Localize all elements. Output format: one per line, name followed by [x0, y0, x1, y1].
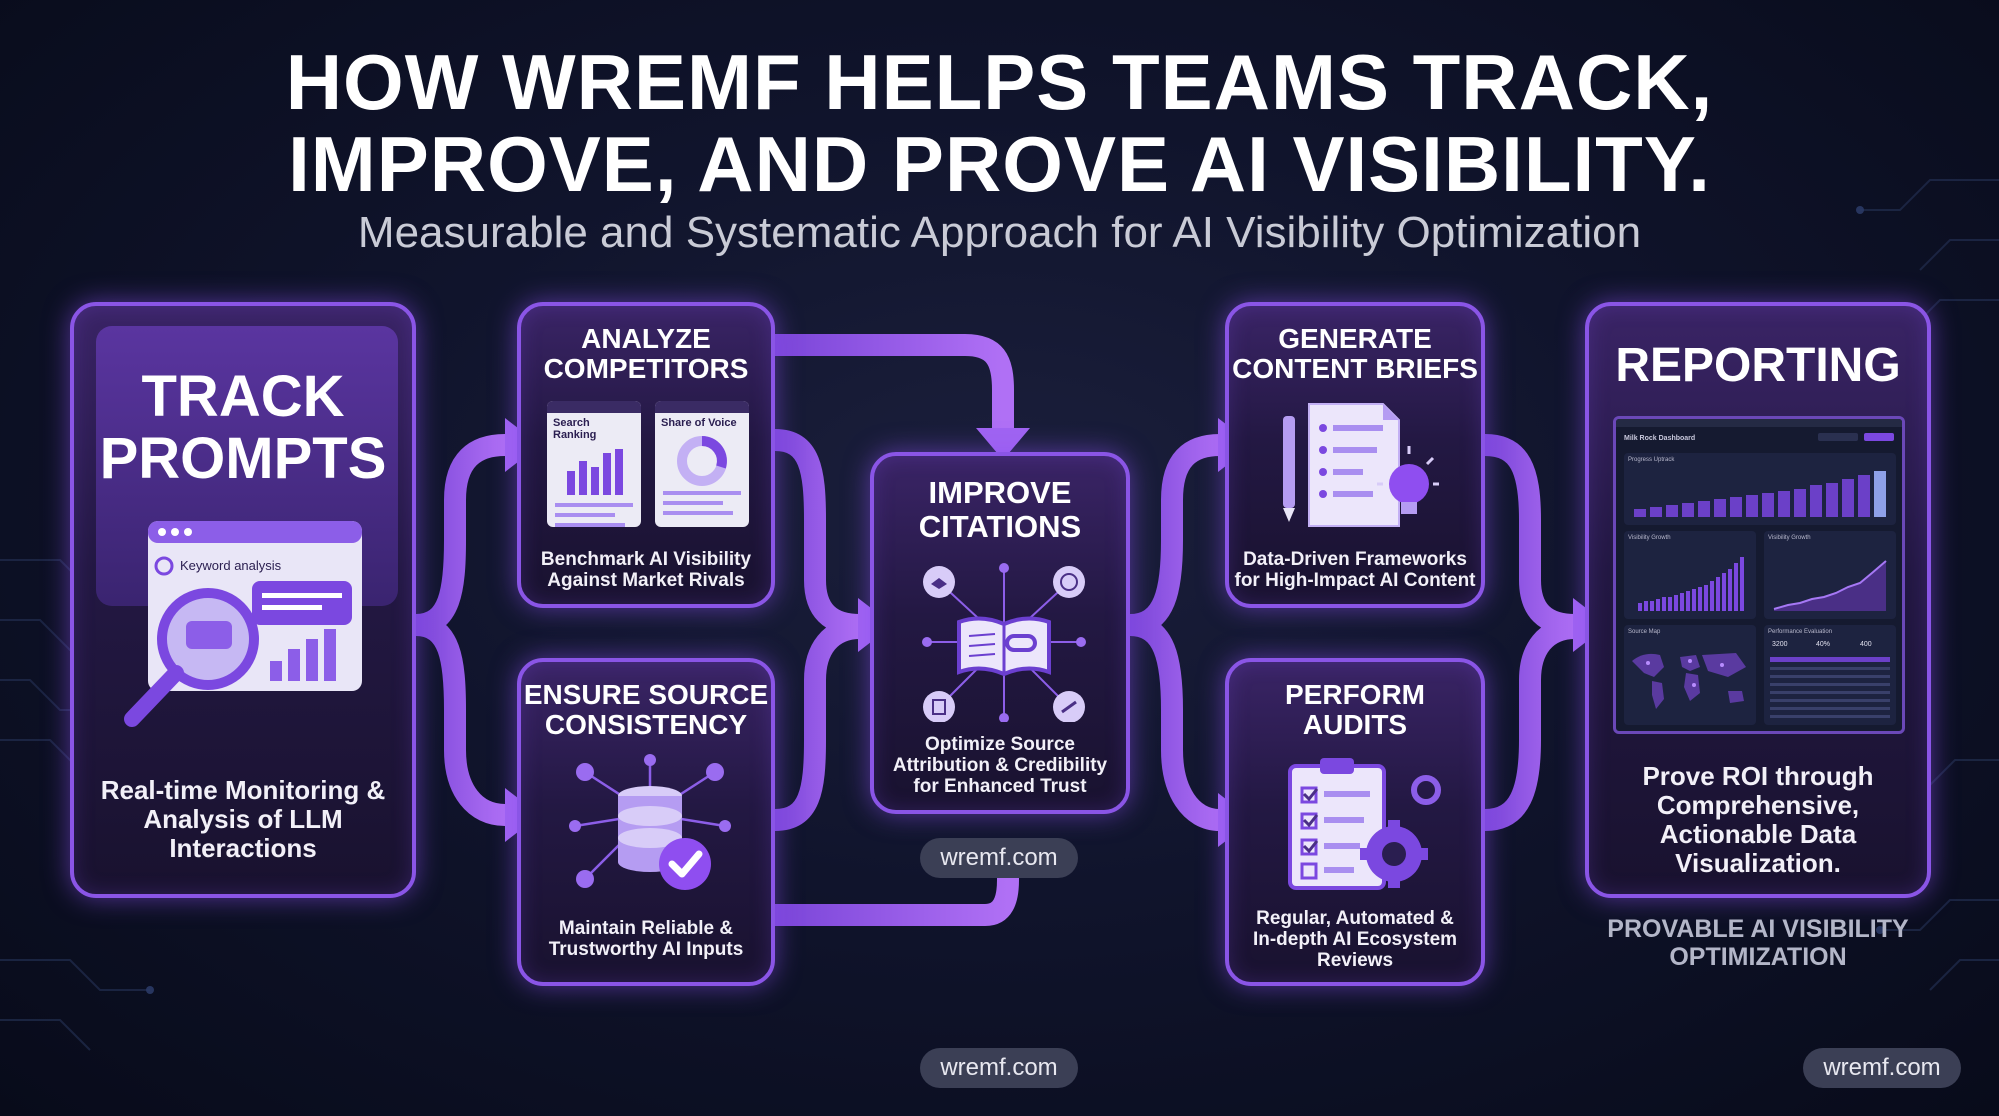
card-content-briefs: GENERATE CONTENT BRIEFS Data-Driven — [1225, 302, 1485, 608]
audits-title-line2: AUDITS — [1302, 709, 1408, 740]
consistency-title-line1: ENSURE SOURCE — [523, 679, 769, 710]
audits-title-line1: PERFORM — [1285, 679, 1425, 710]
main-title-line1: HOW WREMF HELPS TEAMS TRACK, — [285, 38, 1714, 126]
bar-chart-icon — [555, 449, 633, 527]
card-improve-citations: IMPROVE CITATIONS — [870, 452, 1130, 814]
card-source-consistency: ENSURE SOURCE CONSISTENCY — [517, 658, 775, 986]
audits-desc-line2: In-depth AI Ecosystem — [1252, 929, 1458, 950]
citations-title-line1: IMPROVE — [928, 475, 1072, 510]
performance-table — [1770, 657, 1890, 718]
progress-bar-chart — [1634, 471, 1886, 517]
dashboard-title: Milk Rock Dashboard — [1624, 435, 1696, 442]
citations-desc-line2: Attribution & Credibility — [892, 755, 1108, 776]
consistency-desc-line2: Trustworthy AI Inputs — [548, 939, 744, 960]
card-track-prompts: TRACK PROMPTS Keyword analysis Real-time… — [70, 302, 416, 898]
citations-desc-line1: Optimize Source — [925, 734, 1075, 755]
progress-panel: Progress Uptrack — [1624, 453, 1896, 525]
reporting-desc-line4: Visualization. — [1675, 848, 1841, 878]
analyze-desc-line1: Benchmark AI Visibility — [540, 549, 752, 570]
visibility-growth-panel: Visibility Growth — [1624, 531, 1756, 619]
card-perform-audits: PERFORM AUDITS — [1225, 658, 1485, 986]
briefs-desc-line2: for High-Impact AI Content — [1234, 570, 1476, 591]
source-map-panel: Source Map — [1624, 625, 1756, 725]
reporting-desc-line1: Prove ROI through — [1642, 761, 1874, 791]
reporting-title: REPORTING — [1615, 339, 1901, 392]
card-analyze-competitors: ANALYZE COMPETITORS Search Ranking Share… — [517, 302, 775, 608]
donut-chart-icon — [663, 436, 741, 515]
analyze-desc-line2: Against Market Rivals — [547, 570, 745, 591]
citation-network-illustration — [919, 562, 1089, 723]
analyze-title-line1: ANALYZE — [581, 323, 711, 354]
visibility-growth-line-panel: Visibility Growth — [1764, 531, 1896, 619]
search-ranking-label: Search Ranking — [553, 417, 597, 441]
keyword-analysis-label: Keyword analysis — [180, 558, 282, 573]
clipboard-gear-icon — [1288, 758, 1441, 890]
share-of-voice-panel: Share of Voice — [655, 401, 749, 527]
provable-note-line1: PROVABLE AI VISIBILITY — [1607, 915, 1909, 943]
visibility-growth-line-label: Visibility Growth — [1768, 535, 1811, 541]
source-map-label: Source Map — [1628, 629, 1661, 635]
wremf-link-center[interactable]: wremf.com — [920, 838, 1078, 878]
database-check-icon — [569, 754, 731, 890]
track-title-line1: TRACK — [141, 364, 345, 429]
visibility-bar-chart — [1638, 557, 1744, 611]
book-link-icon — [922, 563, 1086, 723]
subtitle: Measurable and Systematic Approach for A… — [357, 208, 1642, 257]
world-map-icon — [1632, 653, 1746, 709]
document-lightbulb-illustration — [1279, 398, 1439, 538]
dashboard-preview: Milk Rock Dashboard Progress Uptrack — [1613, 416, 1905, 734]
keyword-analysis-illustration: Keyword analysis — [120, 521, 370, 731]
stat-2: 40% — [1816, 641, 1831, 648]
wremf-link-right[interactable]: wremf.com — [1803, 1048, 1961, 1088]
reporting-desc-line3: Actionable Data — [1659, 819, 1857, 849]
briefs-desc-line1: Data-Driven Frameworks — [1243, 549, 1467, 570]
track-desc-line3: Interactions — [169, 833, 317, 863]
briefs-title-line2: CONTENT BRIEFS — [1232, 353, 1478, 384]
clipboard-gear-illustration — [1284, 756, 1444, 896]
share-of-voice-label: Share of Voice — [661, 417, 737, 429]
briefs-title-line1: GENERATE — [1278, 323, 1432, 354]
performance-label: Performance Evaluation — [1768, 629, 1833, 635]
database-check-illustration — [565, 754, 735, 904]
track-desc-line1: Real-time Monitoring & — [100, 775, 386, 805]
progress-panel-label: Progress Uptrack — [1628, 457, 1675, 463]
audits-desc-line3: Reviews — [1316, 950, 1394, 971]
audits-desc-line1: Regular, Automated & — [1256, 908, 1454, 929]
main-title-line2: IMPROVE, AND PROVE AI VISIBILITY. — [288, 120, 1711, 208]
citations-desc-line3: for Enhanced Trust — [913, 776, 1087, 797]
wremf-link-bottom[interactable]: wremf.com — [920, 1048, 1078, 1088]
track-title-line2: PROMPTS — [99, 426, 387, 491]
visibility-growth-label: Visibility Growth — [1628, 535, 1671, 541]
performance-panel: Performance Evaluation 3200 40% 400 — [1764, 625, 1896, 725]
stat-1: 3200 — [1772, 641, 1788, 648]
card-reporting: REPORTING Milk Rock Dashboard Progress U… — [1585, 302, 1931, 898]
visibility-area-chart — [1773, 560, 1887, 611]
reporting-desc-line2: Comprehensive, — [1656, 790, 1860, 820]
magnifier-chat-icon — [124, 521, 362, 727]
search-ranking-panel: Search Ranking — [547, 401, 641, 527]
track-desc-line2: Analysis of LLM — [143, 804, 343, 834]
provable-note-line2: OPTIMIZATION — [1669, 943, 1847, 971]
citations-title-line2: CITATIONS — [918, 509, 1082, 544]
stat-3: 400 — [1860, 641, 1872, 648]
analyze-title-line2: COMPETITORS — [543, 353, 749, 384]
consistency-desc-line1: Maintain Reliable & — [558, 918, 734, 939]
consistency-title-line2: CONSISTENCY — [544, 709, 748, 740]
dashboard-topbar — [1616, 419, 1902, 427]
document-lightbulb-icon — [1283, 403, 1439, 527]
